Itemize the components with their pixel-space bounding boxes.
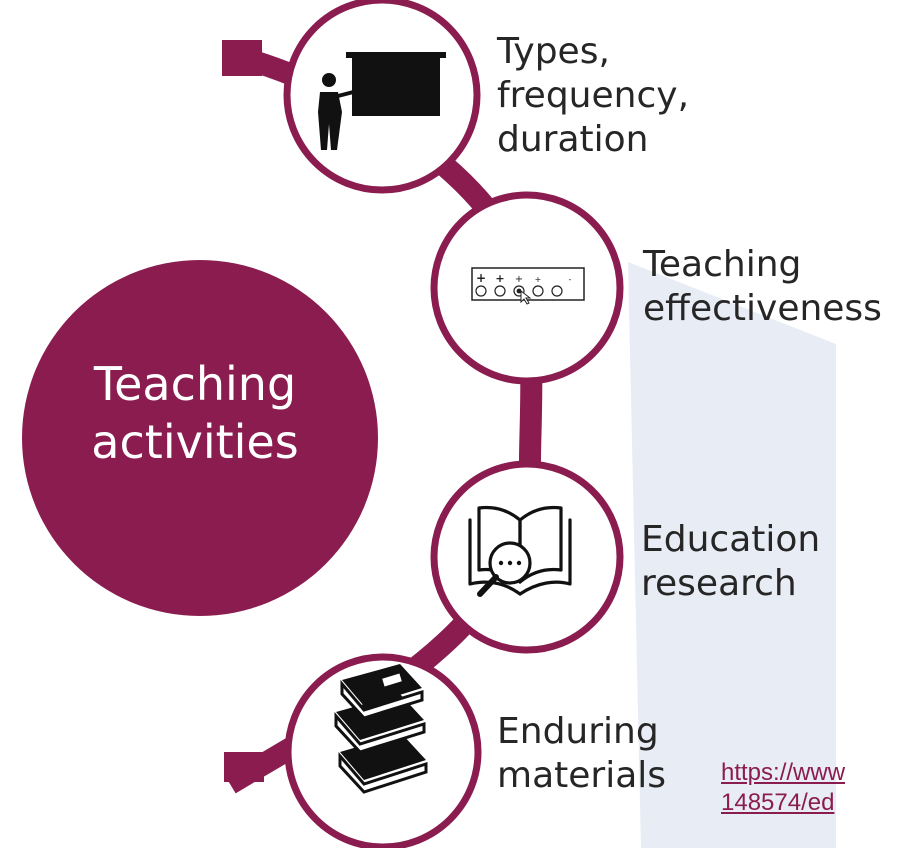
item-label-line: Enduring	[497, 711, 659, 752]
item-label-line: Teaching	[643, 244, 802, 285]
rating-scale-icon: + + + + -	[471, 267, 585, 305]
item-label-line: effectiveness	[643, 288, 882, 329]
center-title: Teaching activities	[40, 355, 350, 471]
item-label-line: Types,	[497, 31, 610, 72]
book-research-icon	[468, 505, 572, 597]
center-circle	[22, 260, 378, 616]
item-label-line: materials	[497, 755, 667, 796]
center-title-line-1: Teaching	[93, 357, 297, 411]
rating-mark-2: +	[495, 272, 504, 285]
rating-mark-5: -	[569, 275, 572, 284]
item-label-types: Types, frequency, duration	[497, 30, 689, 162]
item-label-line: frequency,	[497, 75, 690, 116]
rating-mark-1: +	[476, 271, 486, 285]
item-label-enduring-materials: Enduring materials	[497, 710, 666, 798]
source-link-line-1[interactable]: https://www	[721, 759, 846, 786]
book-stack-icon	[334, 664, 428, 794]
connector-top-end	[222, 40, 262, 76]
center-title-line-2: activities	[91, 415, 299, 469]
rating-mark-4: +	[535, 275, 542, 284]
rating-mark-3: +	[515, 274, 523, 285]
item-label-line: duration	[497, 119, 649, 160]
item-label-education-research: Education research	[641, 518, 820, 606]
source-link[interactable]: https://www 148574/ed	[721, 758, 845, 818]
background-panel	[628, 262, 836, 848]
item-label-line: Education	[641, 519, 821, 560]
item-label-line: research	[641, 563, 797, 604]
item-label-teaching-effectiveness: Teaching effectiveness	[643, 243, 882, 331]
teacher-at-board-icon	[318, 52, 446, 150]
connector-bottom-end	[224, 752, 264, 782]
source-link-line-2[interactable]: 148574/ed	[721, 789, 835, 816]
